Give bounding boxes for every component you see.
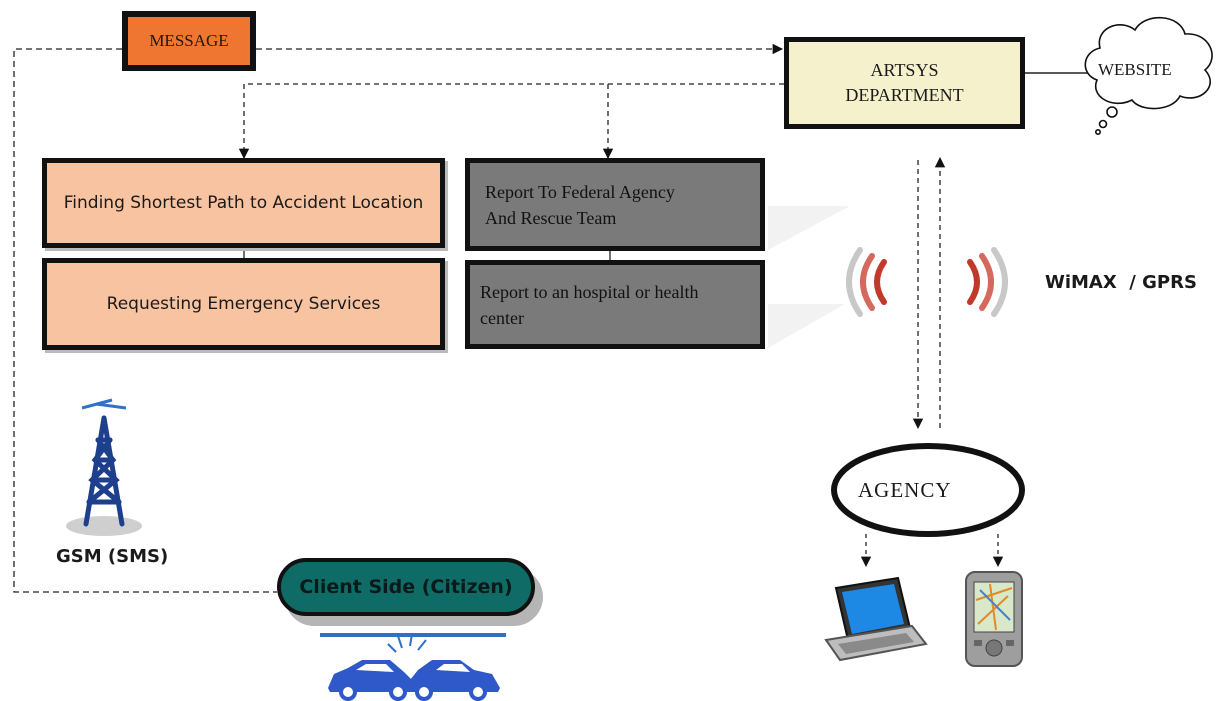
message-label: MESSAGE <box>149 31 229 50</box>
hospital-node: Report to an hospital or health center <box>465 260 765 349</box>
connector-message-left-loop <box>13 48 277 593</box>
artsys-label-line1: ARTSYS <box>870 60 939 80</box>
car-crash-icon <box>320 630 506 701</box>
agency-label: AGENCY <box>858 478 952 502</box>
hospital-label-line2: center <box>480 307 524 328</box>
report-shadow-1 <box>768 206 850 250</box>
cell-tower-icon <box>66 398 142 536</box>
client-side-label: Client Side (Citizen) <box>299 576 513 598</box>
shortest-path-label: Finding Shortest Path to Accident Locati… <box>63 193 424 213</box>
website-label: WEBSITE <box>1098 60 1172 79</box>
report-shadow-2 <box>768 304 845 348</box>
client-side-node: Client Side (Citizen) <box>277 558 535 616</box>
hospital-label-line1: Report to an hospital or health <box>480 281 699 302</box>
federal-label-line2: And Rescue Team <box>485 207 617 228</box>
network-label: WiMAX / GPRS <box>1045 272 1197 293</box>
artsys-label-line2: DEPARTMENT <box>845 85 964 105</box>
message-node: MESSAGE <box>122 11 256 71</box>
federal-agency-node: Report To Federal Agency And Rescue Team <box>465 158 765 251</box>
cloud-icon <box>1084 16 1213 136</box>
shortest-path-node: Finding Shortest Path to Accident Locati… <box>42 158 445 248</box>
artsys-department-node: ARTSYS DEPARTMENT <box>784 37 1025 129</box>
pda-icon <box>965 571 1023 667</box>
connectors <box>13 43 1090 593</box>
gsm-label: GSM (SMS) <box>56 546 169 567</box>
laptop-icon <box>824 576 928 662</box>
wireless-signal-icon <box>846 247 1008 317</box>
federal-label-line1: Report To Federal Agency <box>485 181 675 202</box>
connector-artsys-to-shortest <box>238 83 784 160</box>
requesting-services-label: Requesting Emergency Services <box>106 294 381 314</box>
agency-node <box>831 443 1025 537</box>
requesting-services-node: Requesting Emergency Services <box>42 258 445 350</box>
